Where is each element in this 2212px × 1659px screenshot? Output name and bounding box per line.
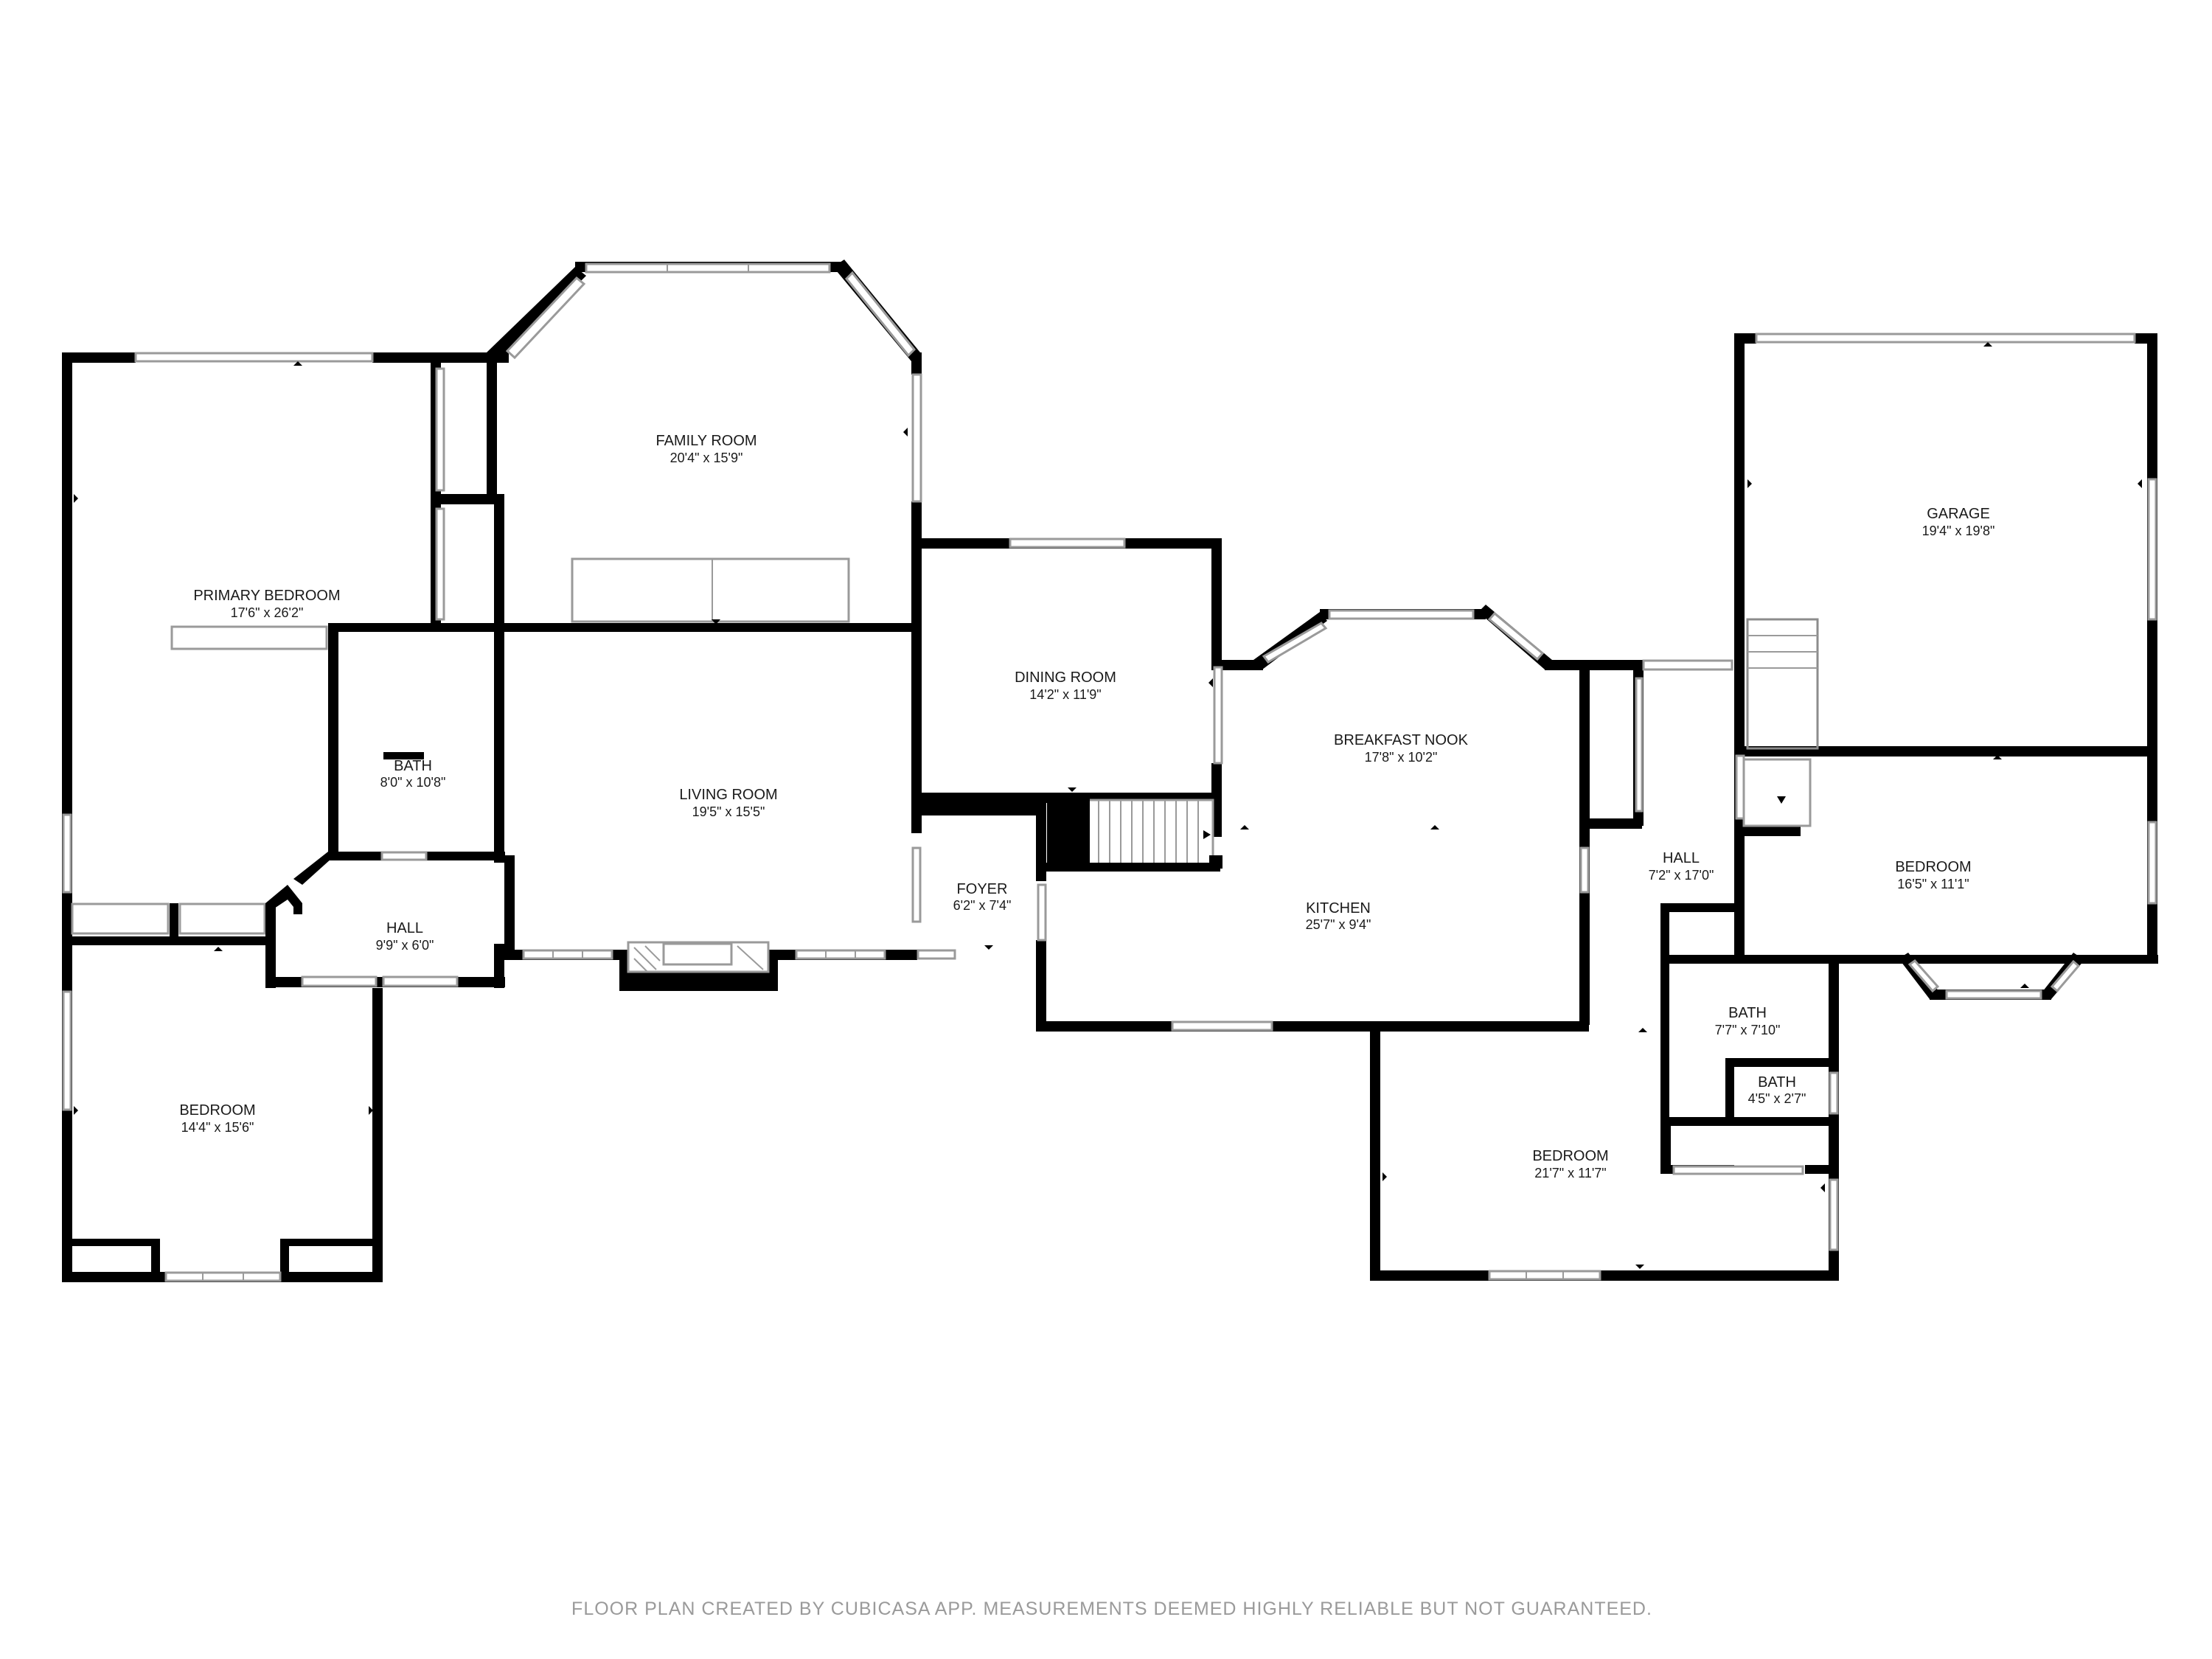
room-label-hall-right: HALL 7'2" x 17'0" (1649, 850, 1714, 883)
room-size: 9'9" x 6'0" (376, 938, 434, 953)
room-label-bath-left: BATH 8'0" x 10'8" (380, 758, 446, 790)
footer-disclaimer: FLOOR PLAN CREATED BY CUBICASA APP. MEAS… (571, 1599, 1652, 1619)
room-name: FAMILY ROOM (655, 433, 757, 449)
room-size: 21'7" x 11'7" (1534, 1166, 1606, 1180)
room-size: 17'8" x 10'2" (1365, 750, 1438, 765)
room-label-living-room: LIVING ROOM 19'5" x 15'5" (679, 787, 777, 819)
room-size: 19'4" x 19'8" (1922, 524, 1995, 538)
room-size: 7'2" x 17'0" (1649, 868, 1714, 883)
room-size: 16'5" x 11'1" (1897, 877, 1969, 891)
room-size: 4'5" x 2'7" (1748, 1091, 1806, 1106)
left-wing-walls (62, 352, 509, 1282)
kitchen-walls (1253, 605, 1644, 1025)
room-label-bedroom-right: BEDROOM 16'5" x 11'1" (1895, 859, 1971, 891)
room-label-primary-bedroom: PRIMARY BEDROOM 17'6" x 26'2" (193, 588, 340, 620)
room-name: BEDROOM (179, 1102, 255, 1119)
room-label-family-room: FAMILY ROOM 20'4" x 15'9" (655, 433, 757, 465)
room-name: HALL (1663, 850, 1700, 866)
room-size: 14'4" x 15'6" (181, 1120, 254, 1135)
room-label-bedroom-bottom: BEDROOM 21'7" x 11'7" (1532, 1148, 1608, 1180)
door-markers (74, 342, 2142, 1269)
left-wing-windows (62, 352, 459, 1282)
right-wing-windows (1488, 333, 2157, 1281)
room-size: 14'2" x 11'9" (1029, 687, 1101, 702)
center-left-windows (505, 262, 956, 973)
dining-foyer-windows (911, 538, 1273, 1032)
room-label-dining-room: DINING ROOM 14'2" x 11'9" (1015, 669, 1116, 702)
room-label-bedroom-left: BEDROOM 14'4" x 15'6" (179, 1102, 255, 1135)
room-name: LIVING ROOM (679, 787, 777, 803)
room-name: BREAKFAST NOOK (1334, 732, 1469, 748)
room-name: BEDROOM (1895, 859, 1971, 875)
room-label-hall-left: HALL 9'9" x 6'0" (376, 920, 434, 953)
room-size: 8'0" x 10'8" (380, 775, 446, 790)
room-name: KITCHEN (1306, 900, 1371, 917)
hall-left-corner (265, 852, 339, 977)
room-label-breakfast-nook: BREAKFAST NOOK 17'8" x 10'2" (1334, 732, 1469, 765)
room-name: BATH (1758, 1074, 1796, 1091)
room-name: PRIMARY BEDROOM (193, 588, 340, 604)
room-name: BATH (394, 758, 432, 774)
room-size: 25'7" x 9'4" (1306, 917, 1371, 932)
center-left-walls (487, 260, 922, 991)
room-size: 20'4" x 15'9" (670, 451, 743, 465)
room-name: DINING ROOM (1015, 669, 1116, 686)
room-label-bath-right: BATH 7'7" x 7'10" (1715, 1005, 1781, 1037)
room-size: 17'6" x 26'2" (231, 605, 304, 620)
room-name: FOYER (957, 881, 1008, 897)
room-name: HALL (386, 920, 423, 936)
room-name: BEDROOM (1532, 1148, 1608, 1164)
room-size: 6'2" x 7'4" (953, 898, 1012, 913)
room-label-garage: GARAGE 19'4" x 19'8" (1922, 506, 1995, 538)
room-size: 19'5" x 15'5" (692, 804, 765, 819)
room-size: 7'7" x 7'10" (1715, 1023, 1781, 1037)
room-label-kitchen: KITCHEN 25'7" x 9'4" (1306, 900, 1371, 932)
room-name: GARAGE (1927, 506, 1990, 522)
room-label-foyer: FOYER 6'2" x 7'4" (953, 881, 1012, 913)
room-name: BATH (1728, 1005, 1767, 1021)
kitchen-windows (1262, 609, 1590, 894)
room-label-bath-small: BATH 4'5" x 2'7" (1748, 1074, 1806, 1106)
